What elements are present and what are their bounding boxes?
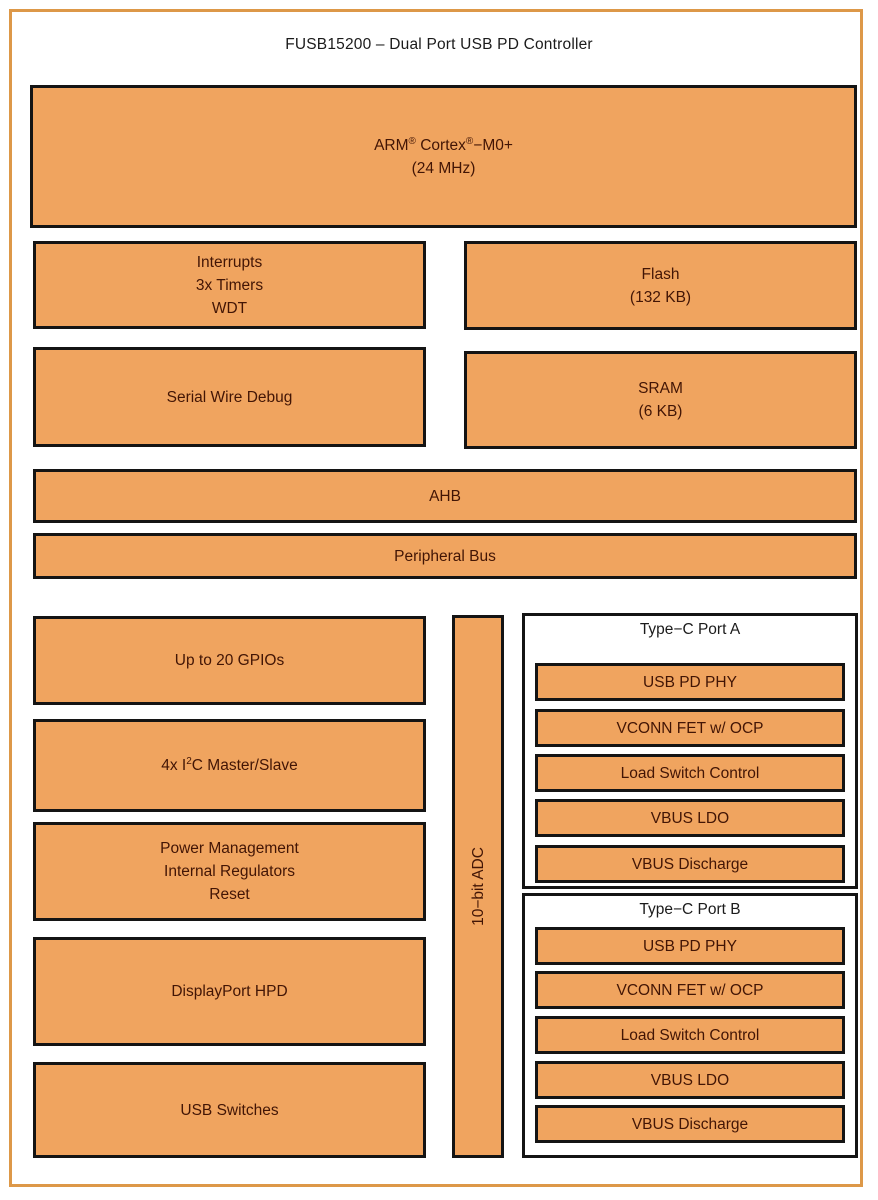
usb-switches-label: USB Switches [180, 1101, 279, 1119]
cpu-block-frequency: (24 MHz) [411, 159, 476, 177]
sram-block: SRAM (6 KB) [464, 351, 857, 449]
peripheral-bus-block: Peripheral Bus [33, 533, 857, 579]
vconn-fet-block-a: VCONN FET w/ OCP [535, 709, 845, 747]
ahb-bus-block: AHB [33, 469, 857, 523]
diagram-title: FUSB15200 – Dual Port USB PD Controller [285, 36, 593, 53]
usb-pd-phy-block-a: USB PD PHY [535, 663, 845, 701]
vconn-fet-label: VCONN FET w/ OCP [616, 981, 764, 999]
registered-trademark-icon: ® [408, 135, 416, 147]
timers-line: 3x Timers [195, 276, 264, 294]
load-switch-control-label: Load Switch Control [620, 1026, 760, 1044]
type-c-port-a-panel: Type−C Port A USB PD PHY VCONN FET w/ OC… [522, 613, 858, 889]
flash-label: Flash [641, 265, 680, 283]
flash-size: (132 KB) [629, 288, 692, 306]
vbus-discharge-label: VBUS Discharge [631, 1115, 749, 1133]
load-switch-control-block-b: Load Switch Control [535, 1016, 845, 1054]
displayport-hpd-label: DisplayPort HPD [171, 983, 288, 1000]
wdt-line: WDT [211, 299, 248, 317]
i2c-label: 4x I2C Master/Slave [161, 755, 298, 774]
vbus-ldo-block-a: VBUS LDO [535, 799, 845, 837]
flash-block: Flash (132 KB) [464, 241, 857, 330]
displayport-hpd-block: DisplayPort HPD [33, 937, 426, 1046]
cpu-block: ARM® Cortex®−M0+ (24 MHz) [30, 85, 857, 228]
vbus-ldo-label: VBUS LDO [650, 1071, 730, 1089]
i2c-superscript: 2 [186, 755, 192, 767]
vbus-discharge-label: VBUS Discharge [631, 855, 749, 873]
serial-wire-debug-block: Serial Wire Debug [33, 347, 426, 447]
gpio-block: Up to 20 GPIOs [33, 616, 426, 705]
vconn-fet-label: VCONN FET w/ OCP [616, 719, 764, 737]
diagram-frame [9, 9, 863, 1187]
vconn-fet-block-b: VCONN FET w/ OCP [535, 971, 845, 1009]
usb-pd-phy-label: USB PD PHY [643, 673, 737, 691]
internal-regulators-line: Internal Regulators [164, 863, 295, 880]
type-c-port-b-title: Type−C Port B [639, 901, 741, 918]
power-management-block: Power Management Internal Regulators Res… [33, 822, 426, 921]
interrupts-line: Interrupts [196, 253, 263, 271]
vbus-discharge-block-b: VBUS Discharge [535, 1105, 845, 1143]
interrupts-timers-wdt-block: Interrupts 3x Timers WDT [33, 241, 426, 329]
reset-line: Reset [209, 886, 250, 903]
type-c-port-b-panel: Type−C Port B USB PD PHY VCONN FET w/ OC… [522, 893, 858, 1158]
sram-size: (6 KB) [638, 403, 683, 420]
adc-block: 10−bit ADC [452, 615, 504, 1158]
peripheral-bus-label: Peripheral Bus [394, 547, 496, 565]
sram-label: SRAM [638, 380, 683, 397]
vbus-ldo-label: VBUS LDO [650, 809, 730, 827]
gpio-label: Up to 20 GPIOs [174, 652, 285, 669]
registered-trademark-icon: ® [465, 135, 474, 147]
vbus-ldo-block-b: VBUS LDO [535, 1061, 845, 1099]
i2c-block: 4x I2C Master/Slave [33, 719, 426, 812]
usb-pd-phy-block-b: USB PD PHY [535, 927, 845, 965]
usb-switches-block: USB Switches [33, 1062, 426, 1158]
load-switch-control-block-a: Load Switch Control [535, 754, 845, 792]
usb-pd-phy-label: USB PD PHY [643, 937, 737, 955]
adc-label: 10−bit ADC [469, 847, 487, 926]
load-switch-control-label: Load Switch Control [620, 764, 760, 782]
serial-wire-debug-label: Serial Wire Debug [166, 388, 293, 406]
cpu-block-label: ARM® Cortex®−M0+ [374, 135, 513, 154]
ahb-label: AHB [429, 487, 461, 505]
power-management-line: Power Management [160, 840, 299, 857]
vbus-discharge-block-a: VBUS Discharge [535, 845, 845, 883]
type-c-port-a-title: Type−C Port A [639, 621, 741, 638]
